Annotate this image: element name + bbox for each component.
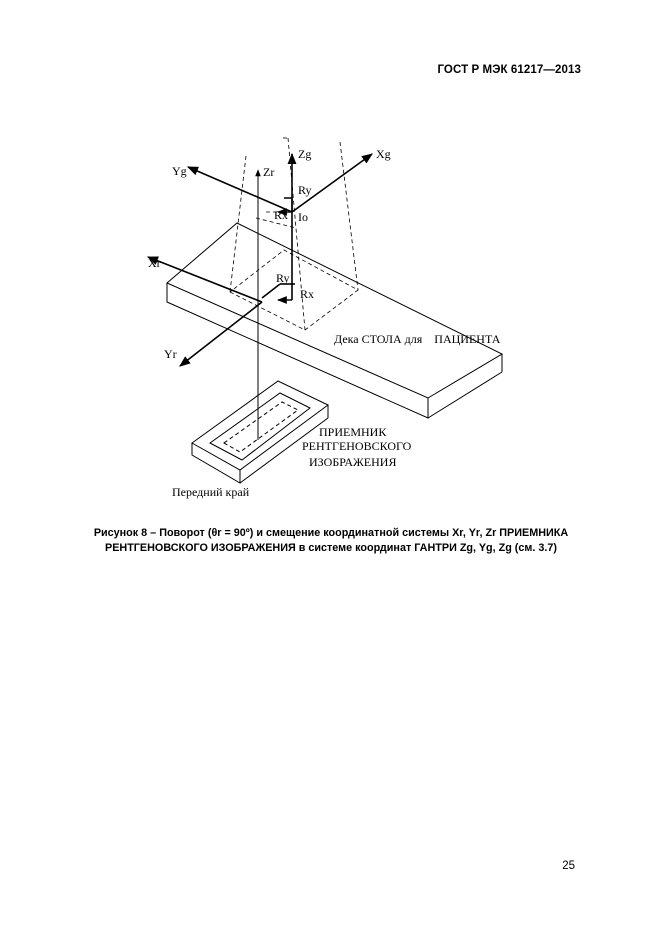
beam-outline: [229, 137, 359, 331]
label-yg: Yg: [172, 164, 187, 178]
label-xg: Xg: [376, 147, 391, 161]
label-io: Io: [298, 210, 308, 224]
patient-table: [166, 222, 504, 419]
label-receptor-3: ИЗОБРАЖЕНИЯ: [309, 455, 396, 469]
label-zg: Zg: [298, 147, 311, 161]
label-ry-mid: Ry: [276, 271, 290, 285]
label-ry-top: Ry: [298, 183, 312, 197]
label-rx-top: Rx: [274, 208, 288, 222]
label-rx-mid: Rx: [300, 287, 314, 301]
rotation-markers: [277, 197, 293, 304]
caption-line-2: РЕНТГЕНОВСКОГО ИЗОБРАЖЕНИЯ в системе коо…: [105, 542, 557, 554]
label-receptor-2: РЕНТГЕНОВСКОГО: [302, 439, 412, 453]
receptor-axes: [146, 256, 295, 367]
label-xr: Xr: [148, 256, 161, 270]
figure-caption: Рисунок 8 – Поворот (θr = 90º) и смещени…: [40, 526, 622, 556]
label-table: Дека СТОЛА для ПАЦИЕНТА: [334, 332, 501, 346]
image-receptor: [191, 380, 329, 484]
label-zr: Zr: [263, 165, 274, 179]
caption-line-1: Рисунок 8 – Поворот (θr = 90º) и смещени…: [93, 527, 569, 539]
coordinate-system-figure: Zg Xg Yg Zr Xr Yr Ry Rx Io Ry Rx Дека СТ…: [146, 137, 504, 499]
standard-header: ГОСТ Р МЭК 61217—2013: [437, 64, 581, 76]
label-front-edge: Передний край: [172, 485, 250, 499]
label-yr: Yr: [164, 347, 177, 361]
page-number: 25: [562, 860, 575, 872]
label-receptor-1: ПРИЕМНИК: [319, 425, 387, 439]
